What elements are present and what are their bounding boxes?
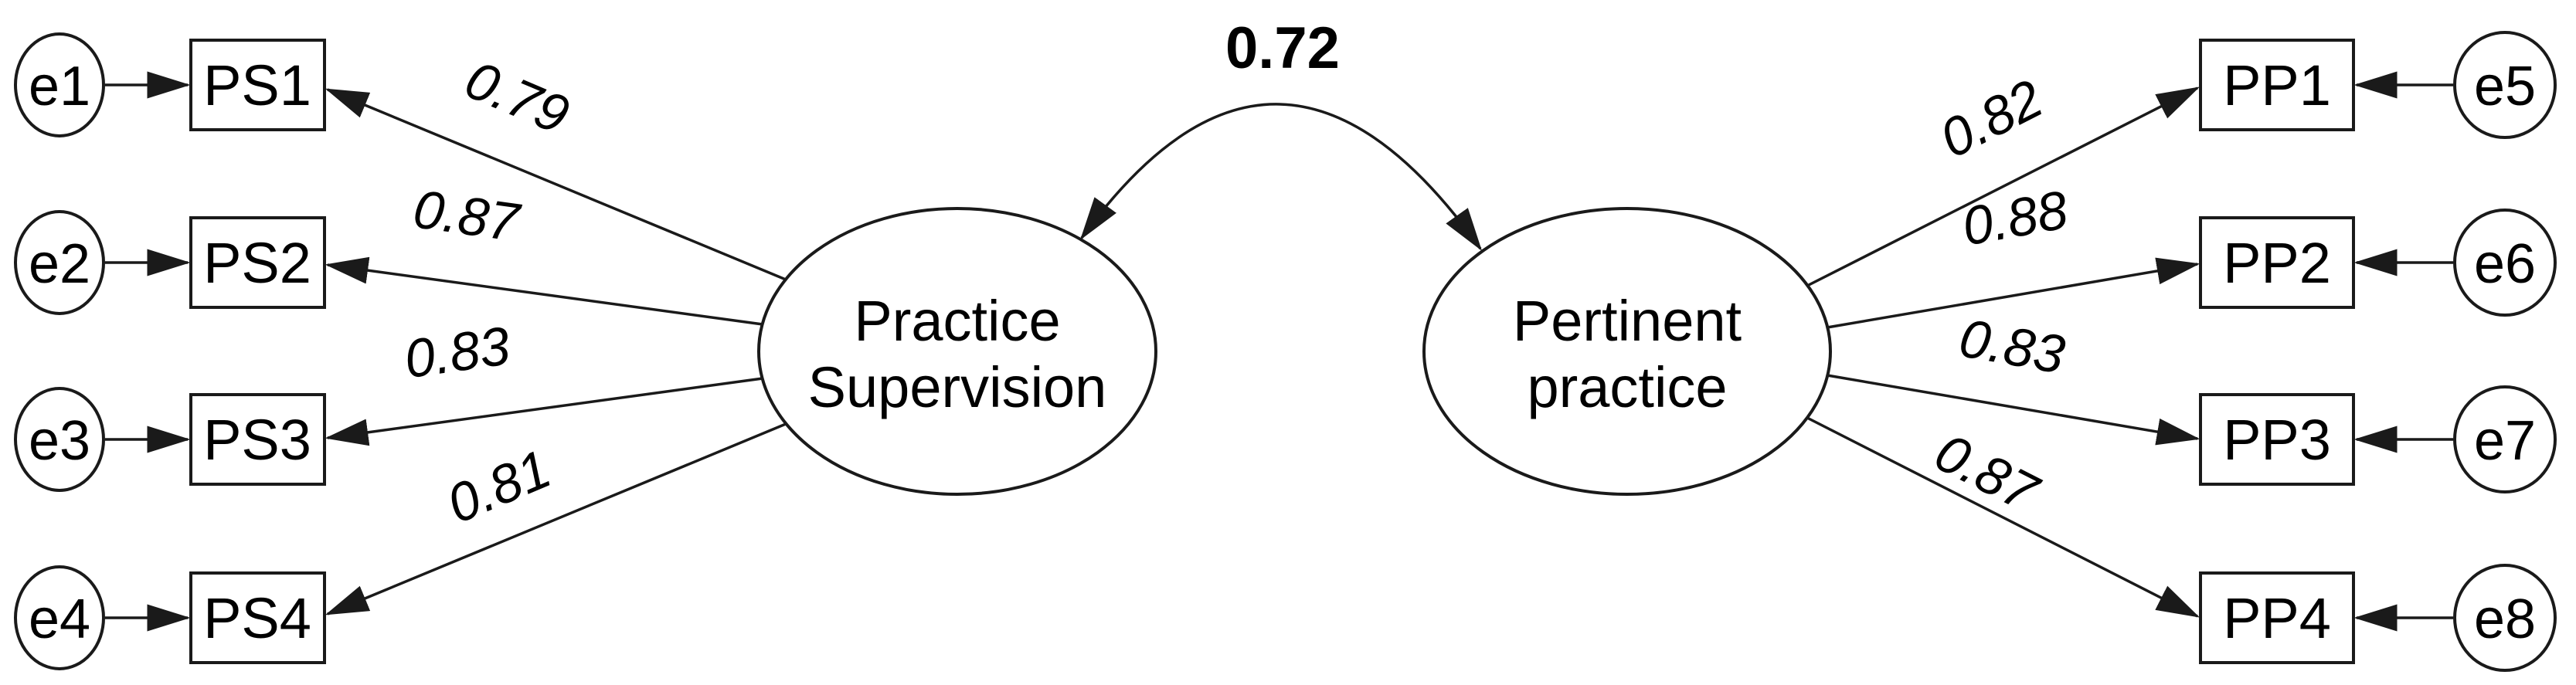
indicator-box-pp3 — [2199, 393, 2355, 486]
loading-arrow-ps3 — [325, 377, 763, 446]
indicator-box-pp4 — [2199, 571, 2355, 664]
loading-label-ps1: 0.79 — [457, 49, 577, 145]
latent-practice-supervision: Practice Supervision — [757, 207, 1157, 496]
error-circle-e4 — [14, 565, 105, 670]
indicator-box-pp1 — [2199, 39, 2355, 131]
indicator-label-ps2: PS2 — [203, 231, 311, 295]
loading-arrow-pp4 — [1806, 416, 2200, 618]
loading-arrow-ps4 — [325, 422, 787, 615]
error-circle-e6 — [2453, 209, 2557, 317]
error-circle-e1 — [14, 32, 105, 137]
loading-label-ps2: 0.87 — [410, 178, 525, 253]
error-label-e2: e2 — [29, 233, 90, 295]
indicator-row-ps3: e3 PS3 — [14, 387, 326, 492]
loading-arrow-pp2 — [1827, 257, 2200, 329]
loading-label-ps4: 0.81 — [439, 438, 559, 534]
error-label-e1: e1 — [29, 56, 90, 117]
covariance-label: 0.72 — [1225, 15, 1340, 81]
loading-arrow-ps2 — [325, 256, 763, 326]
indicator-label-pp1: PP1 — [2223, 53, 2331, 117]
loading-arrow-pp1 — [1806, 86, 2200, 287]
latent-ellipse-pertinent-practice — [1422, 207, 1832, 496]
indicator-row-ps2: e2 PS2 — [14, 210, 326, 315]
latent-label-line2: Supervision — [808, 355, 1107, 419]
error-circle-e3 — [14, 387, 105, 492]
indicator-row-ps4: e4 PS4 — [14, 565, 326, 670]
error-circle-e2 — [14, 210, 105, 315]
error-circle-e7 — [2453, 385, 2557, 493]
indicator-box-ps3 — [189, 393, 326, 486]
indicator-row-ps1: e1 PS1 — [14, 32, 326, 137]
latent-label-line2: practice — [1527, 355, 1727, 419]
indicator-label-pp3: PP3 — [2223, 408, 2331, 472]
latent-label-line1: Pertinent — [1513, 289, 1742, 353]
error-label-e6: e6 — [2474, 233, 2536, 295]
indicator-label-ps4: PS4 — [203, 586, 311, 650]
covariance-arc — [1079, 103, 1483, 251]
indicator-label-ps3: PS3 — [203, 408, 311, 472]
indicator-label-pp2: PP2 — [2223, 231, 2331, 295]
latent-label-line1: Practice — [854, 289, 1060, 353]
loading-label-ps3: 0.83 — [401, 315, 514, 389]
loading-label-pp3: 0.83 — [1955, 307, 2069, 385]
indicator-row-pp1: PP1 e5 — [2199, 31, 2557, 139]
loading-label-pp2: 0.88 — [1958, 179, 2072, 256]
indicator-row-pp3: PP3 e7 — [2199, 385, 2557, 493]
latent-pertinent-practice: Pertinent practice — [1422, 207, 1832, 496]
indicator-box-ps4 — [189, 571, 326, 664]
error-circle-e8 — [2453, 564, 2557, 672]
loading-arrow-ps1 — [325, 88, 787, 281]
loading-arrow-pp3 — [1827, 374, 2200, 446]
indicator-box-ps1 — [189, 39, 326, 131]
indicator-row-pp4: PP4 e8 — [2199, 564, 2557, 672]
indicator-row-pp2: PP2 e6 — [2199, 209, 2557, 317]
error-label-e5: e5 — [2474, 56, 2536, 117]
latent-ellipse-practice-supervision — [757, 207, 1157, 496]
error-label-e8: e8 — [2474, 588, 2536, 650]
error-label-e7: e7 — [2474, 410, 2536, 472]
indicator-label-ps1: PS1 — [203, 53, 311, 117]
indicator-box-pp2 — [2199, 216, 2355, 309]
indicator-label-pp4: PP4 — [2223, 586, 2331, 650]
indicator-box-ps2 — [189, 216, 326, 309]
error-label-e3: e3 — [29, 410, 90, 472]
error-circle-e5 — [2453, 31, 2557, 139]
error-label-e4: e4 — [29, 588, 90, 650]
loading-label-pp1: 0.82 — [1931, 68, 2052, 169]
